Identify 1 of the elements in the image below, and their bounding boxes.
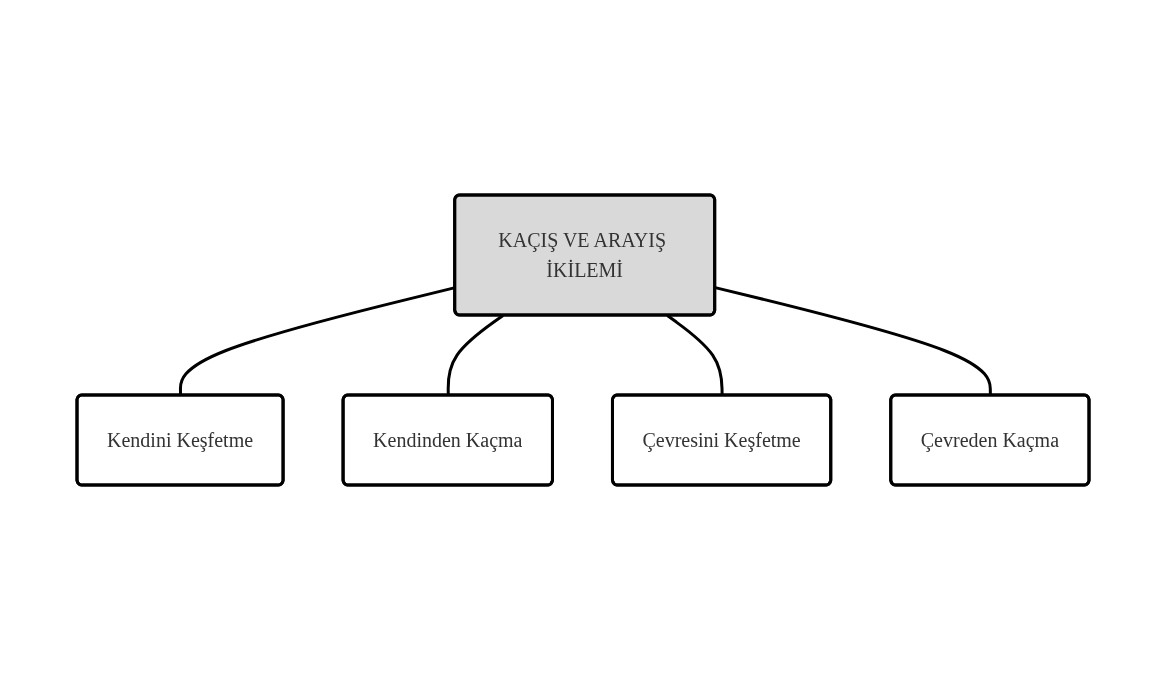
connector bbox=[714, 286, 992, 396]
